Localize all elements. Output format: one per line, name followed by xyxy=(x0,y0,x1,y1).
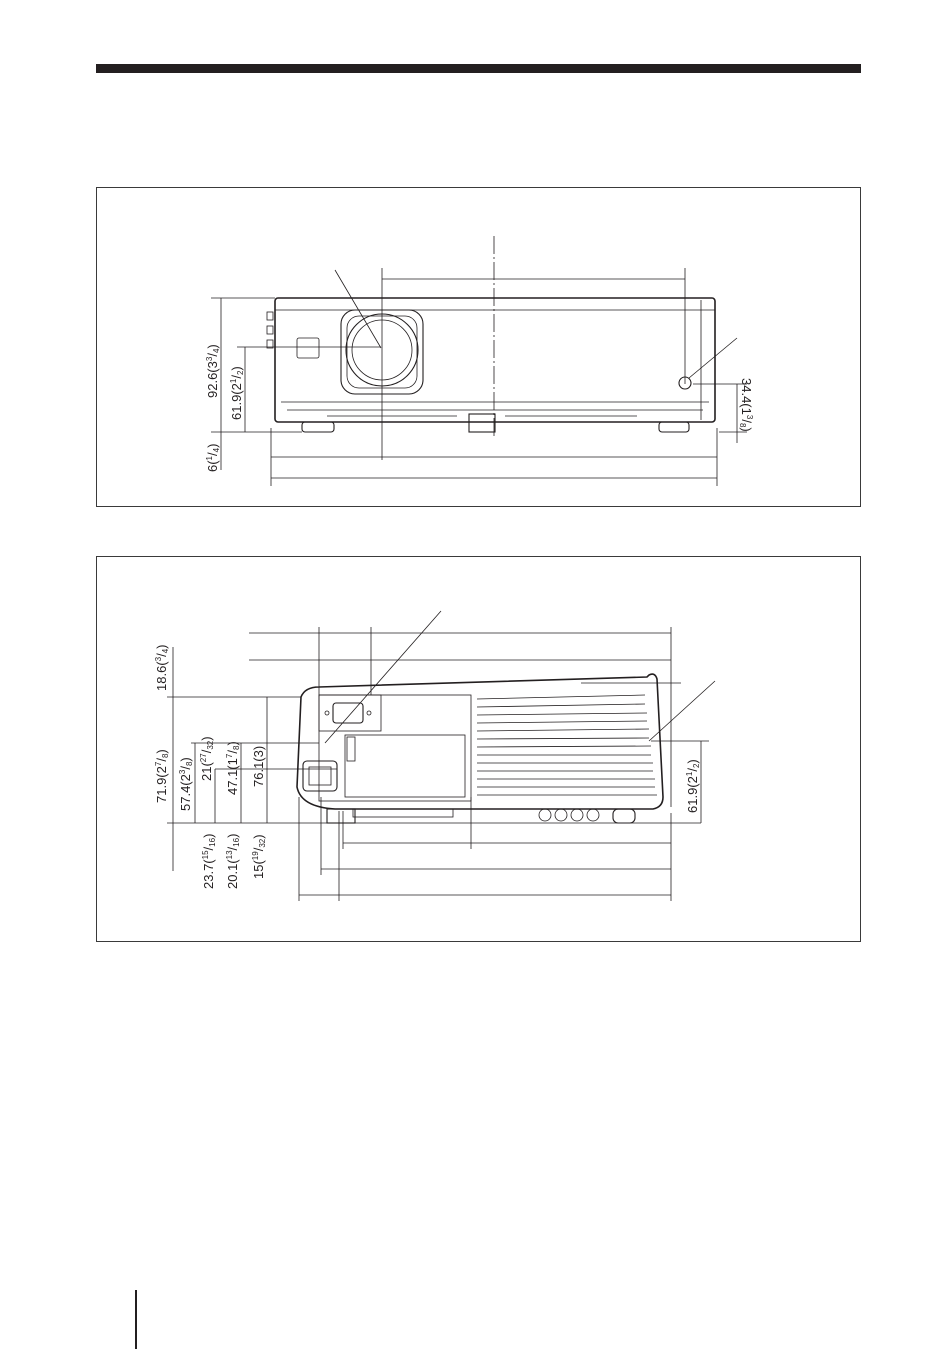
height-total-label: 92.6(33/4) xyxy=(205,344,221,398)
vent-leader-line xyxy=(325,611,441,743)
d18-label: 18.6(3/4) xyxy=(154,644,170,691)
front-top-dimensions xyxy=(382,268,685,460)
front-view-drawing: 92.6(33/4) 61.9(21/2) 6(1/4) 34.4(13/8) xyxy=(97,188,862,508)
sensor-height-label: 34.4(13/8) xyxy=(738,378,754,432)
vent-grille xyxy=(477,695,657,795)
rear-right-dimensions xyxy=(651,741,709,823)
projector-front-body xyxy=(267,298,715,432)
rear-view-drawing: 18.6(3/4) 71.9(27/8) 57.4(23/8) 21(27/32… xyxy=(97,557,862,943)
d57-label: 57.4(23/8) xyxy=(178,757,194,811)
front-bottom-dimensions xyxy=(271,428,717,486)
section-top-rule xyxy=(96,64,861,73)
d23-label: 23.7(15/16) xyxy=(201,834,217,889)
d61-label: 61.9(21/2) xyxy=(685,759,701,813)
projector-rear-body xyxy=(297,674,663,823)
d20-label: 20.1(13/16) xyxy=(225,834,241,889)
d76-label: 76.1(3) xyxy=(251,746,266,787)
d15-label: 15(19/32) xyxy=(251,834,267,879)
front-view-panel: 92.6(33/4) 61.9(21/2) 6(1/4) 34.4(13/8) xyxy=(96,187,861,507)
rear-left-dimensions xyxy=(167,647,701,871)
page-margin-rule xyxy=(135,1290,137,1349)
rear-view-panel: 18.6(3/4) 71.9(27/8) 57.4(23/8) 21(27/32… xyxy=(96,556,861,942)
foot-height-label: 6(1/4) xyxy=(205,444,221,472)
d47-label: 47.1(17/8) xyxy=(225,741,241,795)
sensor-leader-line xyxy=(689,338,737,378)
lens-leader-line xyxy=(335,270,381,348)
height-lens-label: 61.9(21/2) xyxy=(229,366,245,420)
d71-label: 71.9(27/8) xyxy=(154,749,170,803)
